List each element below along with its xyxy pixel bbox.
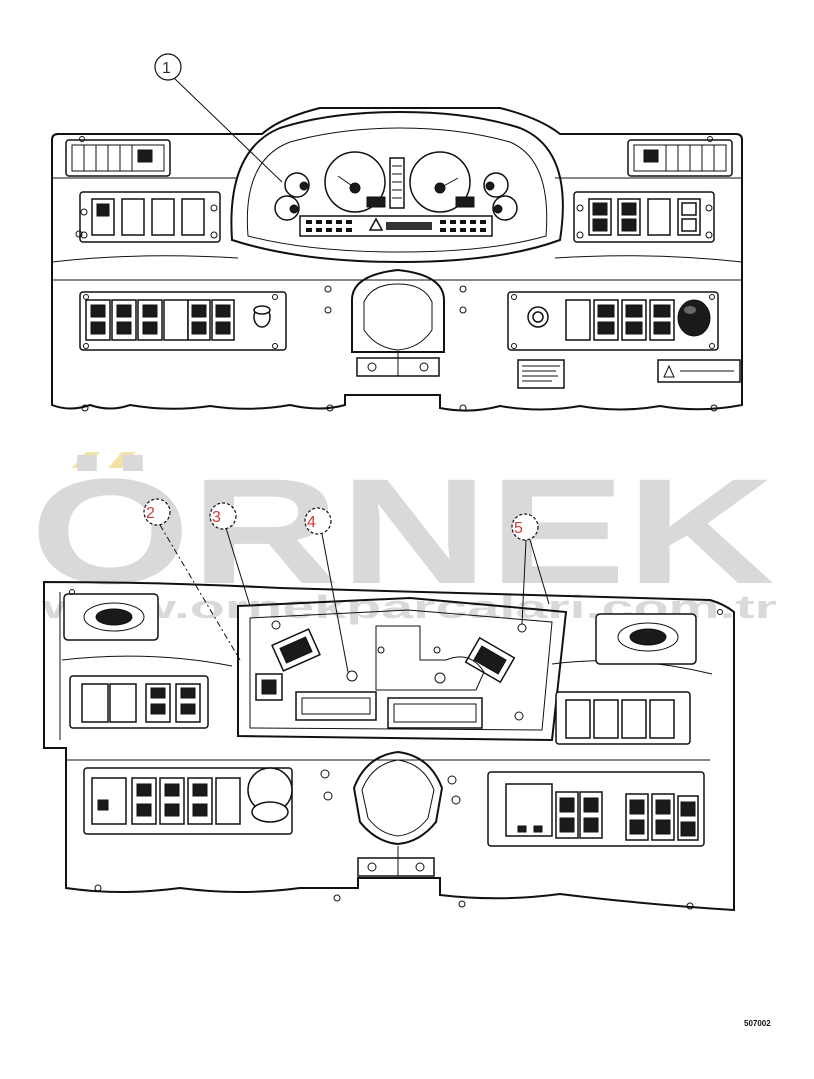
callout-2-number: 2	[146, 505, 155, 522]
rear-right-vent	[595, 613, 697, 665]
leader-5a	[521, 539, 527, 625]
callout-3-circle	[209, 502, 237, 530]
watermark: ÖRNEK www.ornekparcalari.com.tr	[30, 447, 777, 625]
watermark-accent-left	[72, 452, 100, 468]
rear-panel-curve-left	[61, 655, 233, 667]
lower-left-switch-panel	[79, 291, 287, 351]
rear-steering-opening	[352, 750, 444, 877]
callout-4-number: 4	[307, 514, 316, 531]
callout-1: 1	[154, 53, 182, 81]
rear-upper-left-connectors	[69, 675, 209, 729]
callout-5: 5	[511, 513, 539, 541]
callout-3-number: 3	[212, 509, 221, 526]
upper-left-switch-panel	[79, 191, 221, 243]
callout-4: 4	[304, 507, 332, 535]
warning-label	[657, 359, 741, 383]
callout-5-circle	[511, 513, 539, 541]
rear-lower-left-switches	[83, 767, 293, 835]
info-plate	[517, 359, 565, 389]
rear-panel-screws	[69, 589, 723, 910]
leader-4	[321, 533, 349, 673]
leader-5b	[529, 539, 550, 605]
figure-code: 507002	[744, 1019, 771, 1028]
callout-4-circle	[304, 507, 332, 535]
callout-2-circle	[143, 498, 171, 526]
instrument-cluster	[230, 110, 564, 264]
watermark-accent-right	[108, 452, 136, 468]
leader-3	[225, 527, 251, 607]
callout-3: 3	[209, 502, 237, 530]
top-left-vent	[65, 139, 171, 177]
watermark-main-text: ÖRNEK	[30, 447, 775, 615]
leader-1	[173, 77, 283, 183]
callout-leaders	[159, 77, 550, 673]
top-panel-screws	[75, 136, 718, 412]
top-panel-curve-left	[51, 255, 239, 263]
rear-upper-right-connectors	[555, 691, 691, 745]
dashboard-rear-view	[43, 580, 735, 912]
rear-left-vent	[63, 593, 159, 641]
upper-right-switch-panel	[573, 191, 715, 243]
top-right-vent	[627, 139, 733, 177]
steering-column-opening	[351, 268, 445, 377]
callout-5-number: 5	[514, 520, 523, 537]
callout-1-number: 1	[162, 60, 171, 77]
lower-right-switch-panel	[507, 291, 719, 351]
callout-2: 2	[143, 498, 171, 526]
warning-triangle-icon	[368, 217, 384, 231]
rear-lower-right-switches	[487, 771, 705, 847]
cluster-rear-housing	[237, 596, 568, 742]
top-panel-outline	[51, 107, 743, 412]
leader-2	[159, 524, 241, 661]
top-panel-curve-right	[554, 255, 743, 263]
dashboard-top-view	[51, 107, 743, 412]
callout-1-circle	[154, 53, 182, 81]
rear-panel-outline	[43, 580, 735, 912]
